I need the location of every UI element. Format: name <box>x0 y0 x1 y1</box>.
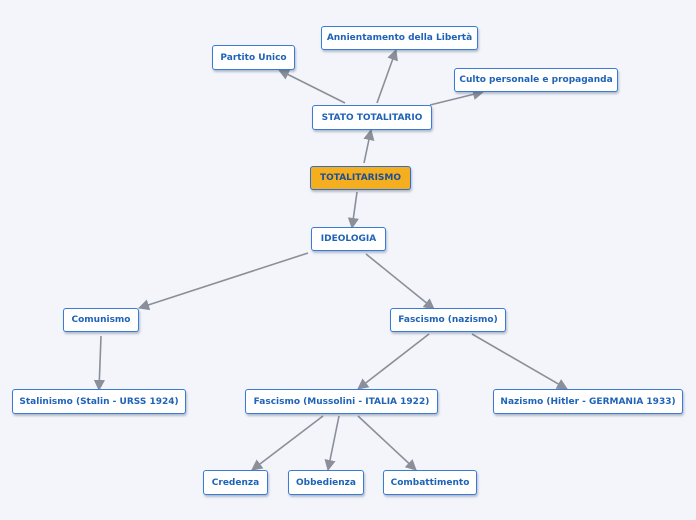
edge-totalitarismo-ideologia <box>347 191 359 230</box>
edge-mussolini-obbedienza <box>324 415 340 472</box>
node-combattimento[interactable]: Combattimento <box>383 470 477 495</box>
edge-stato-partito <box>277 69 346 104</box>
edge-ideologia-comunismo <box>137 252 309 311</box>
node-stalinismo[interactable]: Stalinismo (Stalin - URSS 1924) <box>12 389 186 414</box>
node-annientamento-liberta[interactable]: Annientamento della Libertà <box>321 26 478 50</box>
edge-ideologia-fascismo <box>365 253 435 310</box>
edge-comunismo-stalinismo <box>93 335 105 392</box>
edge-fascismo-mussolini <box>357 333 430 390</box>
edge-fascismo-nazismo <box>471 333 568 390</box>
edge-totalitarismo-stato <box>363 128 375 164</box>
node-nazismo[interactable]: Nazismo (Hitler - GERMANIA 1933) <box>493 389 683 414</box>
edge-stato-annientamento <box>376 48 398 104</box>
node-comunismo[interactable]: Comunismo <box>63 308 139 332</box>
edge-mussolini-combattimento <box>357 415 417 471</box>
node-ideologia[interactable]: IDEOLOGIA <box>311 227 386 251</box>
node-obbedienza[interactable]: Obbedienza <box>288 470 364 495</box>
node-culto-personale[interactable]: Culto personale e propaganda <box>454 68 618 92</box>
node-stato-totalitario[interactable]: STATO TOTALITARIO <box>312 105 432 130</box>
node-fascismo-mussolini[interactable]: Fascismo (Mussolini - ITALIA 1922) <box>245 389 438 414</box>
edge-stato-culto <box>429 88 485 106</box>
node-totalitarismo[interactable]: TOTALITARISMO <box>310 166 411 190</box>
node-partito-unico[interactable]: Partito Unico <box>212 45 295 70</box>
node-credenza[interactable]: Credenza <box>203 470 268 495</box>
edge-mussolini-credenza <box>251 415 324 471</box>
node-fascismo-nazismo[interactable]: Fascismo (nazismo) <box>390 308 506 332</box>
